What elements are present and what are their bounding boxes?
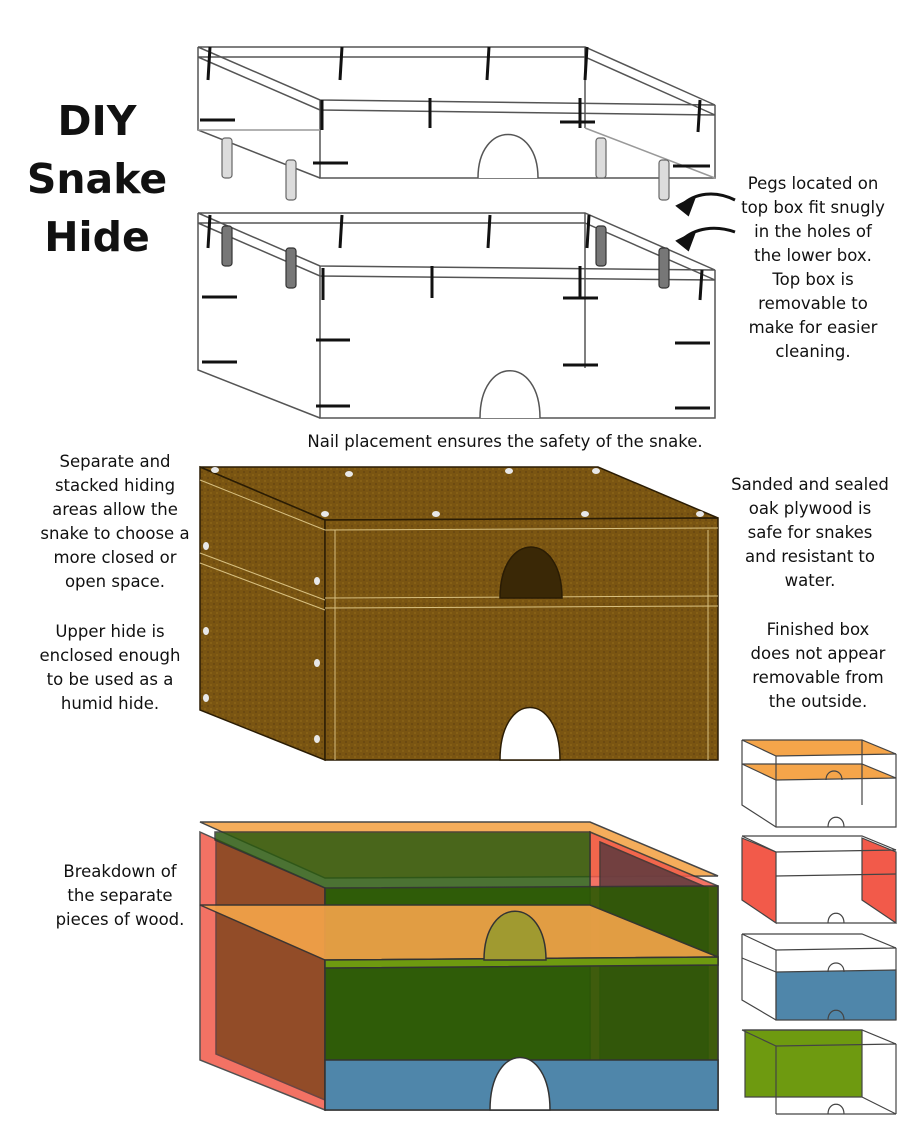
top-box-nails [200, 46, 710, 168]
title-line: Snake [26, 155, 168, 203]
arrow-icon [675, 192, 736, 217]
top-box-wireframe [197, 46, 716, 179]
lower-box-nails [202, 214, 710, 410]
legend-box-green [741, 1029, 897, 1115]
legend-box-blue [741, 933, 897, 1021]
breakdown-box [199, 821, 719, 1112]
pegs-note: Pegs located on top box fit snugly in th… [741, 174, 885, 361]
upper-hide-note: Upper hide is enclosed enough to be used… [39, 622, 181, 713]
nails-note: Nail placement ensures the safety of the… [307, 432, 703, 451]
legend-box-red [741, 835, 897, 925]
top-box-pegs [221, 137, 670, 201]
stacked-note: Separate and stacked hiding areas allow … [40, 452, 190, 591]
finished-note: Finished box does not appear removable f… [750, 620, 886, 711]
finished-box-dowels [203, 467, 704, 743]
title-line: DIY [57, 97, 137, 145]
lower-box-wireframe [197, 212, 716, 419]
title-line: Hide [44, 213, 150, 261]
legend-box-orange [741, 739, 897, 828]
page-title: DIY Snake Hide [22, 92, 172, 266]
breakdown-note: Breakdown of the separate pieces of wood… [55, 862, 185, 929]
arrow-icon [675, 226, 736, 252]
finished-wood-box [199, 465, 719, 762]
lower-box-peg-holes [221, 225, 670, 289]
oak-note: Sanded and sealed oak plywood is safe fo… [731, 475, 889, 590]
